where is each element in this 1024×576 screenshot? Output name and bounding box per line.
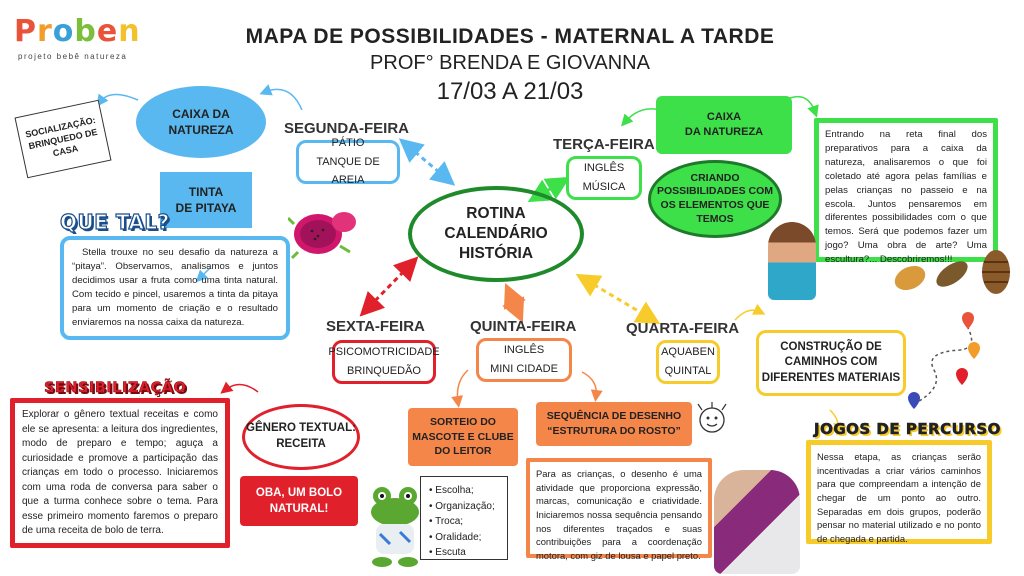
child-drawing-photo [714,470,800,574]
logo-letter: b [74,14,97,49]
oval-text: TEMOS [696,212,734,225]
box-text: DA NATUREZA [684,126,764,138]
box-text: NATURAL! [269,503,329,515]
list-item: • Escuta [429,547,466,558]
page-dates: 17/03 A 21/03 [436,78,584,105]
que-tal-banner: QUE TAL? [59,209,170,234]
pitaya-fruit-icon [288,212,356,260]
leaves-icon [894,250,1010,294]
center-routine-oval: ROTINA CALENDÁRIO HISTÓRIA [408,186,584,282]
thursday-item: MINI CIDADE [490,363,558,375]
list-item: • Organização; [429,500,495,512]
monday-item: PÁTIO [331,136,365,149]
tuesday-criando-oval: CRIANDO POSSIBILIDADES COM OS ELEMENTOS … [648,160,782,238]
thursday-description-text: Para as crianças, o desenho é uma ativid… [536,468,702,561]
monday-description-box: Stella trouxe no seu desafio da natureza… [60,236,290,340]
friday-description-text: Explorar o gênero textual receitas e com… [22,409,218,536]
logo-letter: o [52,14,75,49]
center-line: ROTINA [466,204,526,222]
thursday-description-box: Para as crianças, o desenho é uma ativid… [526,458,712,561]
center-line: CALENDÁRIO [444,224,548,242]
box-text: MASCOTE E CLUBE [412,430,514,443]
box-text: DIFERENTES MATERIAIS [761,371,901,384]
proben-logo: Proben [14,14,141,49]
face-doodle-icon [697,402,727,433]
frog-mascot-icon [371,487,419,567]
logo-letter: r [37,14,53,49]
oba-bolo-box: OBA, UM BOLO NATURAL! [240,476,358,526]
oval-text: POSSIBILIDADES COM [656,185,774,198]
wednesday-item: QUINTAL [664,365,712,377]
oval-text: OS ELEMENTOS QUE [660,199,770,211]
box-text: CAMINHOS COM [784,356,878,369]
route-pins-icon [908,312,980,409]
box-text: OBA, UM BOLO [255,486,343,499]
page-title: MAPA DE POSSIBILIDADES - MATERNAL A TARD… [245,25,775,48]
oval-text: CRIANDO [690,171,740,184]
monday-activities-box: PÁTIO TANQUE DE AREIA [296,137,400,186]
day-label-thursday: QUINTA-FEIRA [470,318,577,335]
oval-text: NATUREZA [168,123,234,137]
friday-activities-box: PSICOMOTRICIDADE BRINQUEDÃO [328,340,440,384]
socializacao-note: SOCIALIZAÇÃO: BRINQUEDO DE CASA [14,99,112,179]
list-item: • Escolha; [429,485,474,496]
list-item-text: Organização; [435,500,495,512]
oval-text: CAIXA DA [172,106,230,121]
oval-text: GÊNERO TEXTUAL: [246,422,356,435]
tuesday-description-box: Entrando na reta final dos preparativos … [814,118,998,265]
child-photo [768,222,816,300]
sorteio-mascote-box: SORTEIO DO MASCOTE E CLUBE DO LEITOR [408,408,518,466]
day-label-wednesday: QUARTA-FEIRA [626,320,740,337]
box-text: SORTEIO DO [430,415,496,428]
tuesday-caixa-natureza-box: CAIXA DA NATUREZA [656,96,792,154]
page-subtitle: PROF° BRENDA E GIOVANNA [370,52,650,74]
logo-letter: n [118,14,141,49]
sensibilizacao-banner: SENSIBILIZAÇÃO [44,380,187,397]
wednesday-item: AQUABEN [661,346,715,359]
wednesday-activities-box: AQUABEN QUINTAL [656,340,720,384]
box-text: SEQUÊNCIA DE DESENHO [546,410,682,423]
monday-description-text: Stella trouxe no seu desafio da natureza… [72,247,278,328]
day-label-tuesday: TERÇA-FEIRA [553,136,655,153]
sequencia-desenho-box: SEQUÊNCIA DE DESENHO “ESTRUTURA DO ROSTO… [536,402,692,446]
center-line: HISTÓRIA [458,245,534,263]
list-item-text: Escolha; [435,485,474,496]
logo-subtitle: projeto bebê natureza [18,52,128,61]
friday-item: PSICOMOTRICIDADE [328,346,440,359]
oval-text: RECEITA [276,438,326,450]
list-item-text: Escuta [435,547,466,558]
list-item-text: Troca; [435,516,464,527]
box-text: CONSTRUÇÃO DE [780,340,882,353]
list-item: • Oralidade; [429,531,482,543]
wednesday-description-text: Nessa etapa, as crianças serão incentiva… [817,451,981,544]
monday-caixa-natureza-oval: CAIXA DA NATUREZA [136,86,266,158]
jogos-percurso-banner: JOGOS DE PERCURSO [814,420,1001,439]
day-label-friday: SEXTA-FEIRA [326,318,425,335]
list-item: • Troca; [429,516,464,527]
day-label-monday: SEGUNDA-FEIRA [284,120,410,137]
box-text: DO LEITOR [434,445,492,458]
thursday-skills-list: • Escolha; • Organização; • Troca; • Ora… [420,476,508,560]
logo-letter: P [14,14,37,49]
box-text: “ESTRUTURA DO ROSTO” [547,425,681,437]
genero-textual-oval: GÊNERO TEXTUAL: RECEITA [242,404,360,470]
thursday-activities-box: INGLÊS MINI CIDADE [476,338,572,382]
construcao-caminhos-box: CONSTRUÇÃO DE CAMINHOS COM DIFERENTES MA… [756,330,906,396]
friday-item: BRINQUEDÃO [347,365,421,377]
list-item-text: Oralidade; [435,531,482,543]
tuesday-item: INGLÊS [583,162,625,175]
monday-tinta-pitaya-box: TINTA DE PITAYA [160,172,252,228]
tuesday-item: MÚSICA [582,181,626,193]
tuesday-activities-box: INGLÊS MÚSICA [566,156,642,200]
monday-item: TANQUE DE AREIA [316,155,380,187]
tuesday-description-text: Entrando na reta final dos preparativos … [825,129,987,266]
box-text: DE PITAYA [175,201,237,215]
wednesday-description-box: Nessa etapa, as crianças serão incentiva… [806,440,992,544]
friday-description-box: Explorar o gênero textual receitas e com… [10,398,230,548]
box-text: CAIXA [706,111,742,124]
logo-letter: e [96,14,119,49]
box-text: TINTA [188,184,224,199]
thursday-item: INGLÊS [503,344,545,357]
